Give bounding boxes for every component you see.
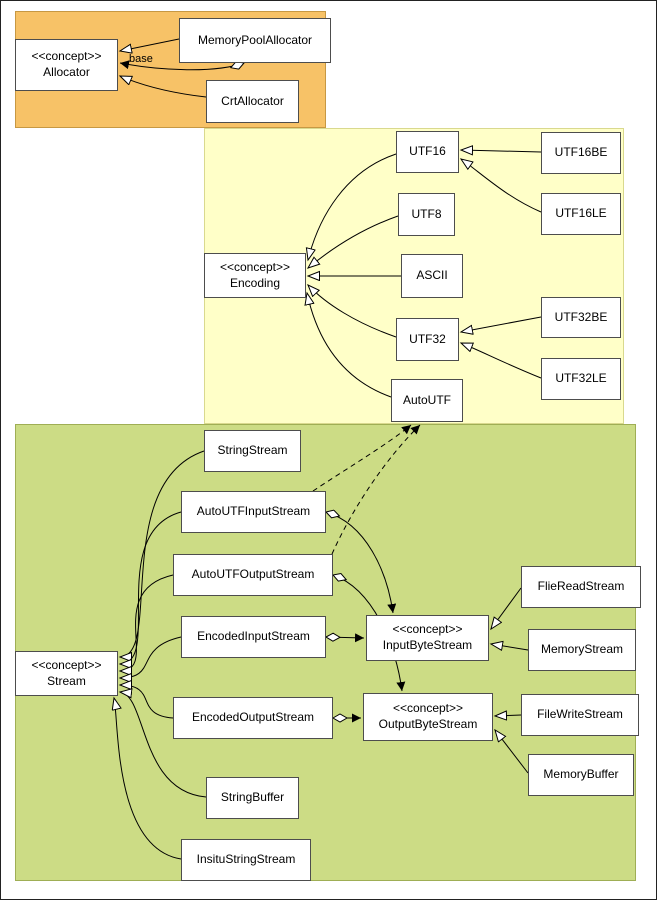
edge-label-base: base xyxy=(129,53,153,65)
node-autoutf-output-stream: AutoUTFOutputStream xyxy=(173,554,333,596)
node-string-buffer: StringBuffer xyxy=(206,777,299,819)
node-encoded-input-stream: EncodedInputStream xyxy=(181,616,326,658)
node-input-byte-stream-stereotype: <<concept>> xyxy=(392,622,463,637)
edge-utf16be-utf16 xyxy=(461,150,542,152)
edge-autoutfin-inputbytestream xyxy=(326,512,393,614)
node-string-buffer-label: StringBuffer xyxy=(220,790,285,805)
node-utf32-label: UTF32 xyxy=(409,331,446,346)
node-encoding-stereotype: <<concept>> xyxy=(219,259,291,274)
node-autoutf-output-stream-label: AutoUTFOutputStream xyxy=(191,567,315,582)
edge-mpa-base-allocator xyxy=(119,63,244,71)
node-output-byte-stream-stereotype: <<concept>> xyxy=(392,701,464,716)
edge-utf8-encoding xyxy=(308,215,399,268)
node-input-byte-stream-label: InputByteStream xyxy=(382,638,473,652)
node-encoded-output-stream: EncodedOutputStream xyxy=(173,697,333,739)
node-crt-allocator-label: CrtAllocator xyxy=(221,93,284,108)
node-flie-read-stream-label: FlieReadStream xyxy=(537,579,625,594)
edge-insitu-stream xyxy=(114,698,182,860)
edge-stringstream-stream xyxy=(120,450,205,657)
edge-autoutfin-stream xyxy=(120,511,182,664)
node-stream-concept: <<concept>> Stream xyxy=(15,651,118,696)
node-utf32: UTF32 xyxy=(396,318,459,361)
node-autoutf: AutoUTF xyxy=(391,379,463,422)
node-insitu-string-stream: InsituStringStream xyxy=(181,839,311,881)
edge-stringbuffer-stream xyxy=(120,692,207,798)
node-utf8-label: UTF8 xyxy=(411,206,442,221)
node-output-byte-stream-concept: <<concept>> OutputByteStream xyxy=(363,693,493,741)
edge-encodedin-stream xyxy=(120,636,182,678)
edge-utf16le-utf16 xyxy=(461,159,542,213)
node-utf32be: UTF32BE xyxy=(541,297,621,338)
node-insitu-string-stream-label: InsituStringStream xyxy=(196,852,296,867)
edge-utf16-encoding xyxy=(308,153,397,260)
node-string-stream: StringStream xyxy=(204,430,301,472)
edge-encodedout-stream xyxy=(120,685,174,719)
edge-utf32le-utf32 xyxy=(461,343,542,379)
node-allocator-stereotype: <<concept>> xyxy=(31,49,102,64)
node-utf32le: UTF32LE xyxy=(541,358,621,400)
node-utf16be-label: UTF16BE xyxy=(554,145,608,160)
edge-mpa-allocator xyxy=(120,38,180,51)
node-memory-buffer: MemoryBuffer xyxy=(528,754,634,796)
node-input-byte-stream-concept: <<concept>> InputByteStream xyxy=(366,615,489,661)
node-memory-pool-allocator: MemoryPoolAllocator xyxy=(179,18,331,63)
node-allocator-label: Allocator xyxy=(43,65,90,79)
node-encoding-concept: <<concept>> Encoding xyxy=(204,253,306,298)
node-utf16be: UTF16BE xyxy=(541,132,621,174)
node-autoutf-input-stream: AutoUTFInputStream xyxy=(181,491,326,533)
edge-encodedin-inputbytestream xyxy=(326,637,365,638)
node-flie-read-stream: FlieReadStream xyxy=(521,566,641,608)
node-utf32be-label: UTF32BE xyxy=(554,309,608,324)
node-utf32le-label: UTF32LE xyxy=(555,371,607,386)
edge-memorystream-inputbytestream xyxy=(491,644,529,650)
edge-autoutfout-autoutf xyxy=(331,424,421,555)
edge-utf32be-utf32 xyxy=(461,316,542,332)
edge-memorybuffer-outputbytestream xyxy=(495,730,529,774)
node-memory-pool-allocator-label: MemoryPoolAllocator xyxy=(197,32,313,47)
edge-autoutfout-stream xyxy=(120,574,174,671)
edge-flieread-inputbytestream xyxy=(491,587,522,629)
edge-crt-allocator xyxy=(120,76,207,98)
node-utf16le-label: UTF16LE xyxy=(555,206,607,221)
node-autoutf-input-stream-label: AutoUTFInputStream xyxy=(196,504,311,519)
node-encoded-input-stream-label: EncodedInputStream xyxy=(197,629,310,644)
edge-utf32-encoding xyxy=(308,285,397,338)
edge-filewrite-outputbytestream xyxy=(495,715,522,716)
node-stream-label: Stream xyxy=(47,673,86,688)
node-allocator-concept: <<concept>> Allocator xyxy=(15,39,118,91)
node-string-stream-label: StringStream xyxy=(217,443,288,458)
node-utf16-label: UTF16 xyxy=(409,144,446,159)
node-file-write-stream: FileWriteStream xyxy=(521,694,639,736)
node-ascii-label: ASCII xyxy=(416,268,448,283)
node-stream-stereotype: <<concept>> xyxy=(31,657,102,672)
node-utf16le: UTF16LE xyxy=(541,193,621,235)
node-autoutf-label: AutoUTF xyxy=(402,392,451,407)
node-crt-allocator: CrtAllocator xyxy=(206,80,299,123)
edge-autoutf-encoding xyxy=(307,293,392,398)
node-memory-stream: MemoryStream xyxy=(528,629,636,671)
node-output-byte-stream-label: OutputByteStream xyxy=(378,717,478,731)
node-memory-stream-label: MemoryStream xyxy=(540,642,623,657)
node-encoding-label: Encoding xyxy=(229,275,281,290)
edge-autoutfin-autoutf xyxy=(312,424,412,492)
node-encoded-output-stream-label: EncodedOutputStream xyxy=(191,710,315,725)
node-utf16: UTF16 xyxy=(396,131,459,173)
node-memory-buffer-label: MemoryBuffer xyxy=(543,767,619,782)
node-utf8: UTF8 xyxy=(398,193,455,236)
node-file-write-stream-label: FileWriteStream xyxy=(537,707,623,722)
node-ascii: ASCII xyxy=(401,254,463,298)
